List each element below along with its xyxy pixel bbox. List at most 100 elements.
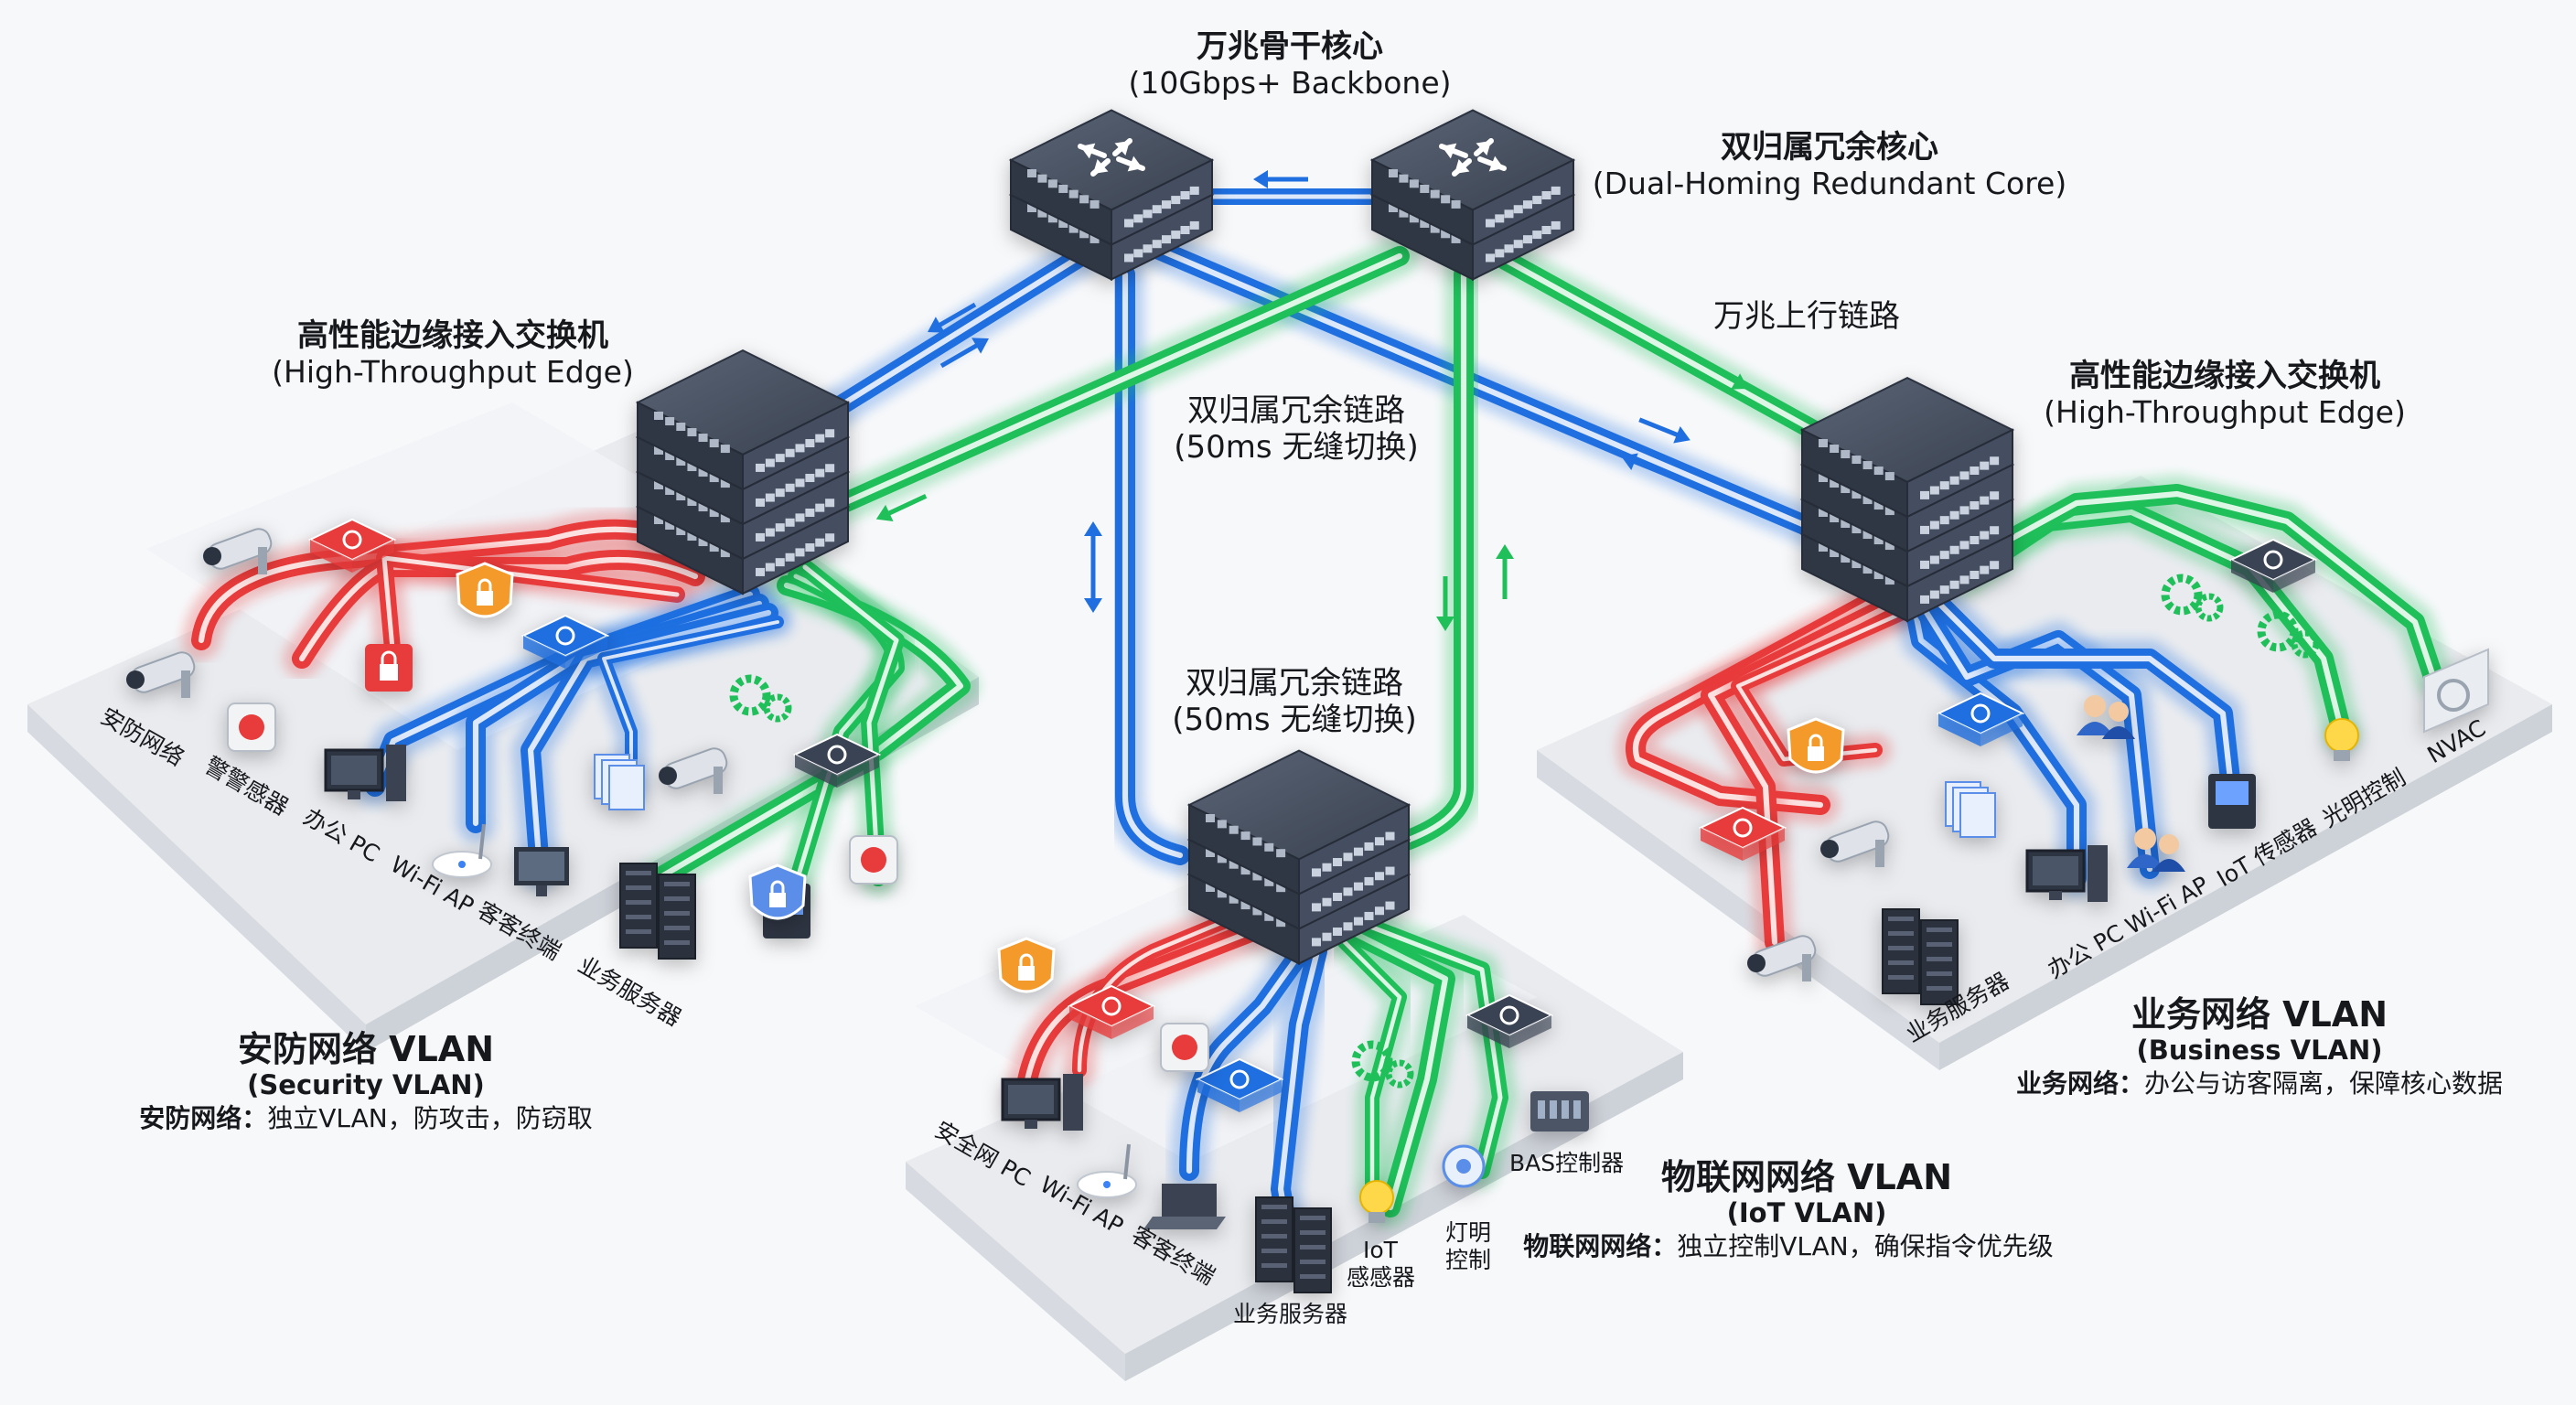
flow-arrow bbox=[1496, 544, 1514, 599]
backbone-core-switch bbox=[1008, 109, 1215, 282]
iot-green-link-c bbox=[1328, 926, 1416, 1206]
iot-access-switch-left bbox=[792, 733, 882, 788]
edge-right-subtitle: (High-Throughput Edge) bbox=[2044, 394, 2406, 430]
redundant-core-switch bbox=[1369, 109, 1576, 282]
device-label: 业务服务器 bbox=[1233, 1301, 1347, 1327]
biz-iot-switch bbox=[2228, 538, 2318, 593]
wifi-ap-icon bbox=[1077, 1143, 1137, 1198]
light-bulb-icon bbox=[2324, 718, 2359, 761]
document-icon bbox=[1945, 781, 1996, 838]
shield-icon bbox=[456, 562, 514, 618]
hvac-icon bbox=[2423, 648, 2489, 734]
users-icon bbox=[2127, 828, 2185, 872]
device-label: IoT bbox=[1363, 1237, 1399, 1263]
switch-layer bbox=[307, 109, 2318, 1112]
flow-arrow bbox=[1436, 576, 1454, 631]
bas-controller-icon bbox=[1530, 1091, 1589, 1132]
security-vlan-title: 安防网络 VLAN bbox=[238, 1029, 494, 1069]
right-edge-switch bbox=[1799, 376, 2015, 623]
gears-icon bbox=[729, 674, 792, 723]
sensor-link-b bbox=[788, 550, 914, 896]
device-label: BAS控制器 bbox=[1509, 1150, 1624, 1176]
server-icon bbox=[1255, 1196, 1332, 1293]
iot-sensor-icon bbox=[2208, 774, 2256, 829]
alarm-icon bbox=[227, 702, 276, 752]
iot-edge-switch bbox=[1186, 749, 1411, 966]
flow-arrow bbox=[1084, 521, 1102, 576]
iot-vlan-title: 物联网网络 VLAN bbox=[1661, 1157, 1952, 1197]
office-pc-icon bbox=[324, 745, 406, 801]
biz-hvac-link bbox=[1957, 475, 2453, 696]
edge-right-title: 高性能边缘接入交换机 bbox=[2069, 358, 2380, 394]
switch-arrows-icon bbox=[1078, 138, 1145, 177]
server-icon bbox=[1882, 908, 1959, 1005]
redundant-link-label-b: 双归属冗余链路 bbox=[1186, 665, 1403, 702]
business-vlan-description: 业务网络：办公与访客隔离，保障核心数据 bbox=[2016, 1068, 2503, 1099]
security-access-switch bbox=[307, 518, 397, 573]
lock-link bbox=[367, 541, 694, 676]
office-access-switch bbox=[521, 614, 610, 669]
iot-security-switch bbox=[1067, 984, 1156, 1039]
iot-office-switch bbox=[1195, 1057, 1284, 1112]
shield-icon bbox=[997, 937, 1056, 993]
gears-icon bbox=[2161, 574, 2224, 622]
guest-terminal-icon bbox=[514, 847, 569, 896]
device-label: 控制 bbox=[1445, 1247, 1491, 1273]
redundant-link-label-a: 双归属冗余链路 bbox=[1187, 392, 1405, 429]
flow-arrow bbox=[939, 338, 989, 369]
redundant-link-note-a: (50ms 无缝切换) bbox=[1174, 429, 1418, 466]
office-pc-icon bbox=[2025, 845, 2108, 902]
device-label: 感感器 bbox=[1347, 1264, 1415, 1291]
security-camera-icon bbox=[1747, 935, 1817, 981]
flow-arrow bbox=[1638, 417, 1690, 444]
redundant-link-note-b: (50ms 无缝切换) bbox=[1172, 702, 1416, 738]
users-icon bbox=[2077, 695, 2135, 739]
security-camera-icon bbox=[659, 747, 728, 794]
security-camera-icon bbox=[126, 651, 196, 698]
shield-icon bbox=[748, 863, 807, 920]
security-vlan-description: 安防网络：独立VLAN，防攻击，防窃取 bbox=[139, 1103, 593, 1133]
device-layer bbox=[126, 528, 2489, 1293]
flow-arrow bbox=[875, 494, 928, 521]
lock-icon bbox=[365, 644, 413, 692]
document-icon bbox=[594, 754, 645, 810]
gears-icon bbox=[1351, 1040, 1414, 1089]
biz-access-switch bbox=[1936, 692, 2025, 746]
alarm-icon bbox=[1160, 1023, 1209, 1072]
biz-security-switch bbox=[1698, 806, 1787, 861]
server-icon bbox=[619, 863, 696, 960]
security-camera-icon bbox=[1820, 820, 1890, 867]
redundant-core-title: 双归属冗余核心 bbox=[1721, 129, 1938, 166]
flow-arrow bbox=[1253, 170, 1308, 188]
security-vlan-subtitle: (Security VLAN) bbox=[247, 1069, 485, 1100]
iot-vlan-description: 物联网网络：独立控制VLAN，确保指令优先级 bbox=[1523, 1231, 2054, 1261]
wifi-ap-icon bbox=[432, 823, 492, 878]
iot-vlan-subtitle: (IoT VLAN) bbox=[1727, 1197, 1887, 1228]
gears-icon bbox=[2257, 610, 2320, 659]
device-label: 业务服务器 bbox=[574, 951, 686, 1032]
backbone-core-title: 万兆骨干核心 bbox=[1197, 28, 1383, 65]
laptop-icon bbox=[1143, 1184, 1226, 1229]
uplink-label: 万兆上行链路 bbox=[1713, 298, 1900, 335]
iot-control-switch bbox=[1465, 993, 1554, 1048]
backbone-core-subtitle: (10Gbps+ Backbone) bbox=[1128, 65, 1451, 101]
flow-arrow bbox=[1621, 453, 1673, 479]
device-label: 灯明 bbox=[1445, 1219, 1491, 1246]
sensor-icon bbox=[849, 835, 898, 885]
flow-arrow bbox=[928, 302, 977, 333]
backbone-to-iot-edge-link bbox=[1106, 255, 1199, 874]
security-camera-icon bbox=[203, 528, 273, 574]
redundant-to-right-edge-link bbox=[1463, 228, 1849, 458]
biz-iot-link bbox=[1911, 575, 2251, 815]
redundant-core-subtitle: (Dual-Homing Redundant Core) bbox=[1593, 166, 2066, 201]
left-edge-switch bbox=[635, 349, 851, 595]
lamp-control-icon bbox=[1442, 1144, 1486, 1188]
business-vlan-subtitle: (Business VLAN) bbox=[2136, 1035, 2382, 1066]
business-vlan-title: 业务网络 VLAN bbox=[2131, 994, 2388, 1035]
light-bulb-icon bbox=[1359, 1180, 1394, 1223]
biz-red-link-a bbox=[1616, 575, 1904, 824]
flow-arrow bbox=[1699, 359, 1748, 390]
edge-left-subtitle: (High-Throughput Edge) bbox=[272, 354, 634, 390]
shield-icon bbox=[1787, 717, 1845, 774]
